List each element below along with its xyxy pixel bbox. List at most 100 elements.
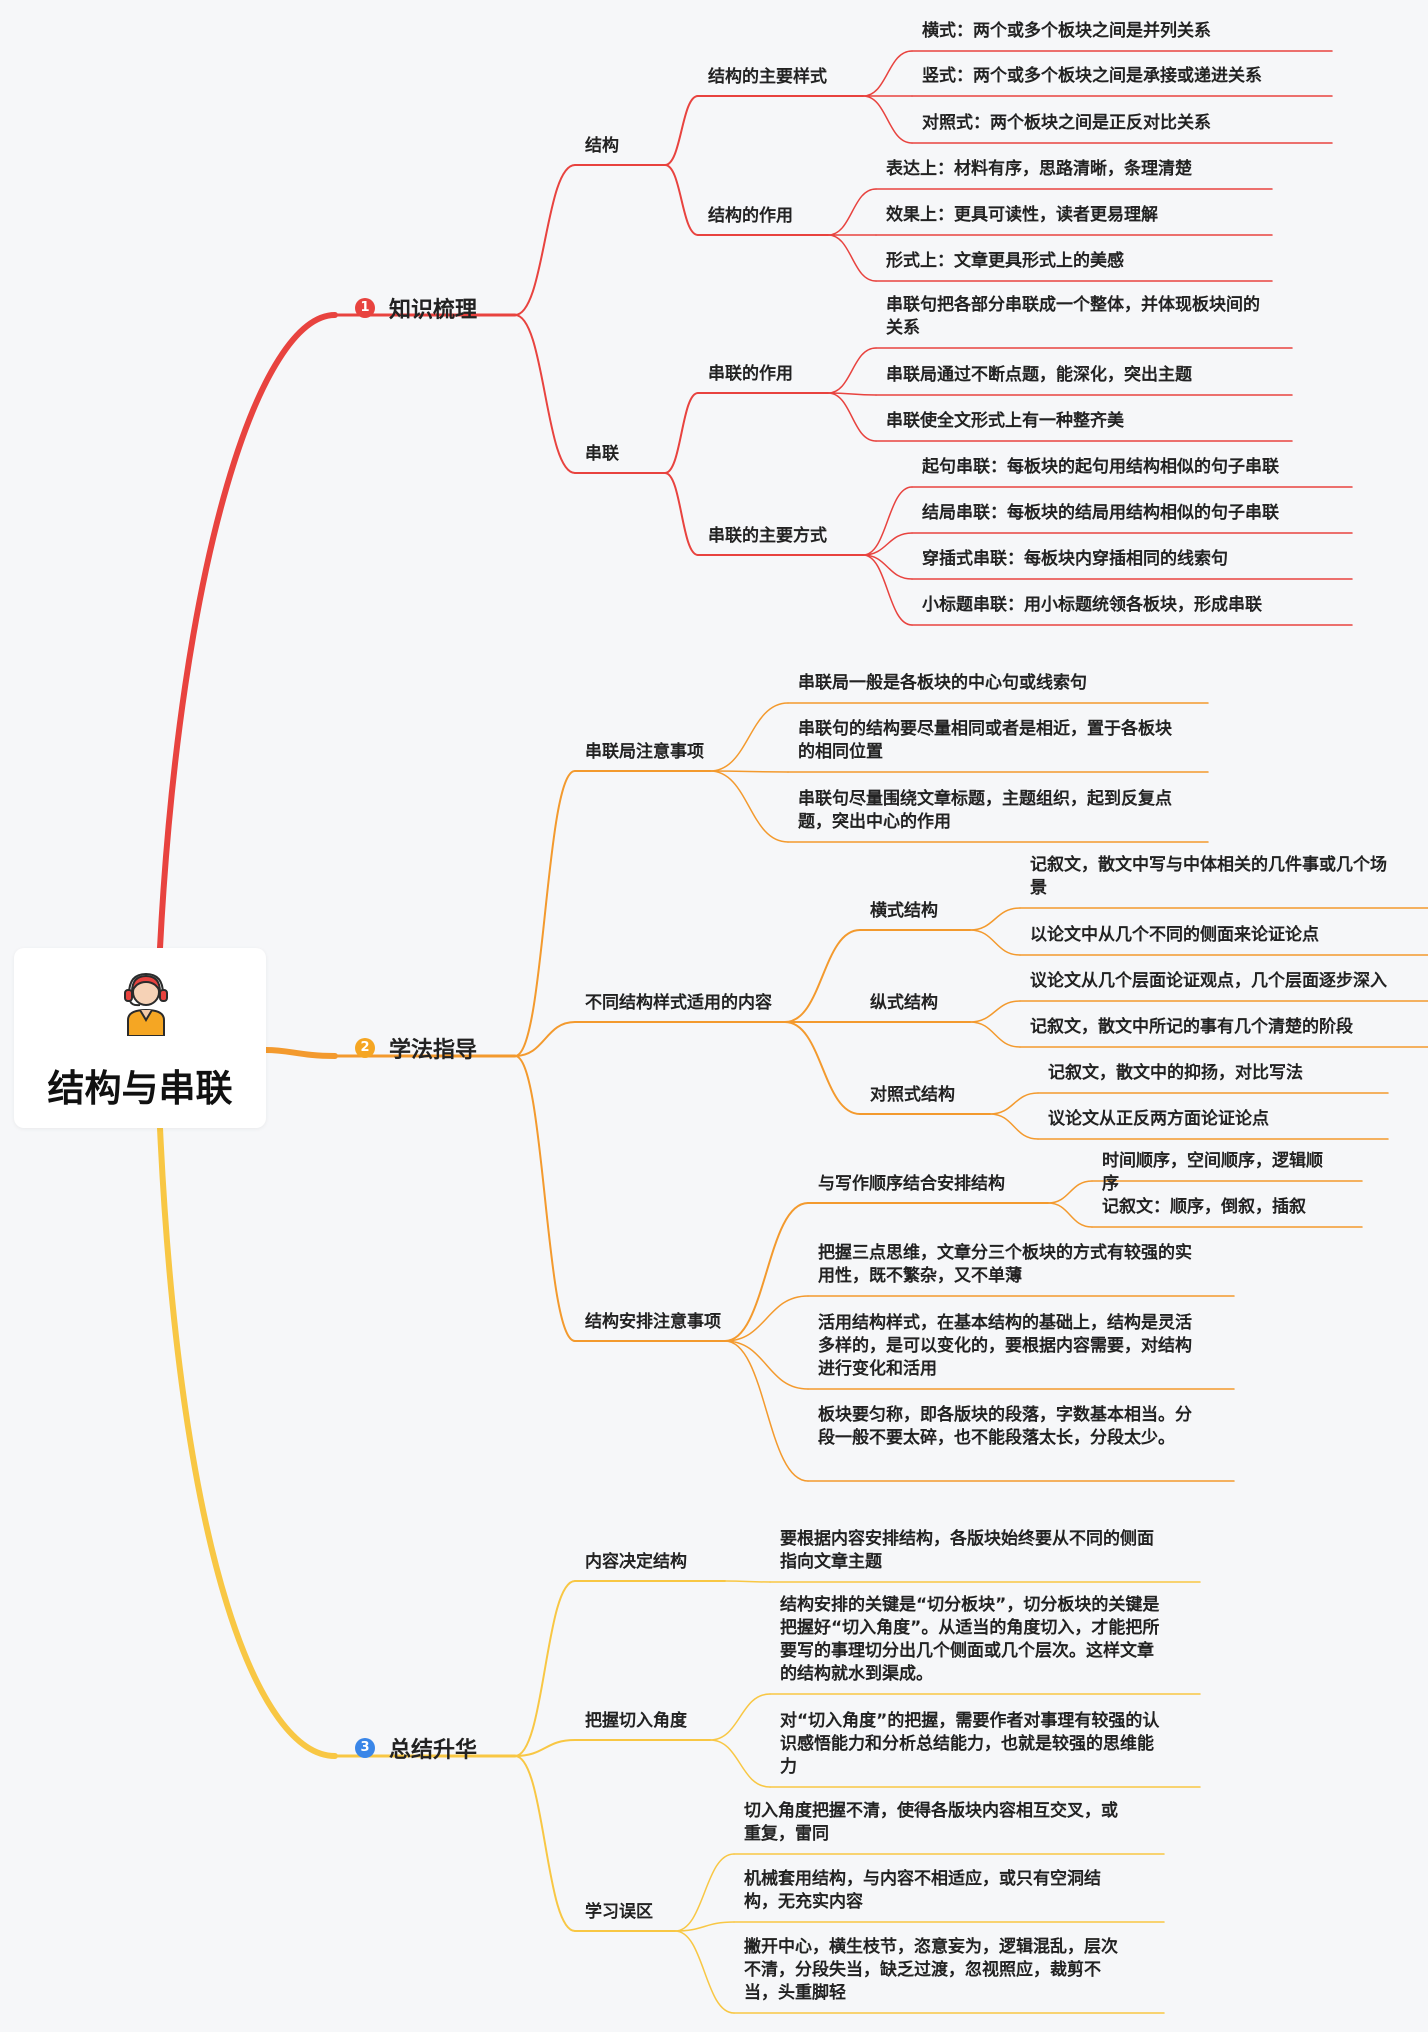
- leaf-anpai-1: 活用结构样式，在基本结构的基础上，结构是灵活多样的，是可以变化的，要根据内容需要…: [818, 1313, 1192, 1379]
- leaf-chuanlianju-1-connector: [709, 770, 789, 773]
- leaf-anpai-2: 板块要匀称，即各版块的段落，字数基本相当。分段一般不要太碎，也不能段落太长，分段…: [818, 1405, 1192, 1448]
- leaf-zongshi-0: 议论文从几个层面论证观点，几个层面逐步深入: [1030, 971, 1387, 991]
- leaf-duizhao-1: 议论文从正反两方面论证论点: [1048, 1109, 1269, 1129]
- leaf-hengshi-1: 以论文中从几个不同的侧面来论证论点: [1030, 925, 1319, 945]
- trunk-section-2: [263, 1047, 338, 1059]
- leaf-zuoyong-2: 形式上：文章更具形式上的美感: [886, 251, 1124, 271]
- node-butong[interactable]: 不同结构样式适用的内容: [585, 993, 772, 1013]
- leaf-yangshi-1: 竖式：两个或多个板块之间是承接或递进关系: [922, 66, 1262, 86]
- leaf-zongshi-1-connector: [969, 1021, 1021, 1048]
- section-label: 学法指导: [389, 1038, 478, 1063]
- leaf-wuqu-1-connector: [674, 1921, 735, 1932]
- leaf-anpai-0: 把握三点思维，文章分三个板块的方式有较强的实用性，既不繁杂，又不单薄: [818, 1243, 1192, 1286]
- node-neirong-connector: [514, 1580, 576, 1757]
- leaf-zongshi-1: 记叙文，散文中所记的事有几个清楚的阶段: [1030, 1017, 1353, 1037]
- leaf-shunxu-1-connector: [1047, 1202, 1093, 1228]
- node-chuanlian-fangshi[interactable]: 串联的主要方式: [708, 526, 827, 546]
- node-chuanlian-zuoyong-connector: [664, 392, 699, 474]
- section-label: 知识梳理: [389, 298, 478, 323]
- leaf-chuanlianju-2: 串联句尽量围绕文章标题，主题组织，起到反复点题，突出中心的作用: [798, 789, 1172, 832]
- node-duizhao-connector: [784, 1021, 861, 1115]
- leaf-hengshi-1-connector: [969, 929, 1021, 956]
- section-number-badge: 3: [355, 1738, 375, 1758]
- trunk-section-3: [157, 1125, 338, 1759]
- leaf-chuanlian-fangshi-1-connector: [862, 532, 913, 556]
- leaf-chuanlian-zuoyong-0-connector: [827, 347, 877, 394]
- leaf-chuanlianju-0: 串联局一般是各板块的中心句或线索句: [798, 673, 1087, 693]
- node-jiegou-yangshi[interactable]: 结构的主要样式: [708, 67, 827, 87]
- node-duizhao[interactable]: 对照式结构: [870, 1085, 955, 1105]
- section-1[interactable]: 1 知识梳理: [355, 290, 477, 326]
- leaf-qieru-0: 结构安排的关键是“切分板块”，切分板块的关键是把握好“切入角度”。从适当的角度切…: [780, 1595, 1160, 1684]
- leaf-chuanlian-zuoyong-1-connector: [827, 392, 877, 396]
- node-qieru-connector: [514, 1739, 576, 1757]
- leaf-duizhao-1-connector: [989, 1113, 1039, 1140]
- leaf-chuanlian-fangshi-0-connector: [862, 486, 913, 556]
- node-qieru[interactable]: 把握切入角度: [585, 1711, 687, 1731]
- leaf-wuqu-2: 撇开中心，横生枝节，恣意妄为，逻辑混乱，层次不清，分段失当，缺乏过渡，忽视照应，…: [744, 1937, 1118, 2003]
- leaf-duizhao-0-connector: [989, 1092, 1039, 1115]
- node-chuanlian-fangshi-connector: [664, 472, 699, 556]
- section-number-badge: 1: [355, 298, 375, 318]
- section-label: 总结升华: [389, 1738, 478, 1763]
- leaf-chuanlian-fangshi-1: 结局串联：每板块的结局用结构相似的句子串联: [922, 503, 1279, 523]
- node-jiegou-yangshi-connector: [664, 95, 699, 166]
- node-chuanlianju-connector: [514, 770, 576, 1057]
- leaf-anpai-1-connector: [724, 1340, 809, 1390]
- leaf-zuoyong-2-connector: [827, 234, 877, 282]
- leaf-wuqu-0-connector: [674, 1853, 735, 1932]
- section-3[interactable]: 3 总结升华: [355, 1730, 477, 1766]
- leaf-shunxu-1: 记叙文：顺序，倒叙，插叙: [1102, 1197, 1306, 1217]
- leaf-chuanlian-fangshi-0: 起句串联：每板块的起句用结构相似的句子串联: [922, 457, 1279, 477]
- node-hengshi[interactable]: 横式结构: [870, 901, 938, 921]
- leaf-chuanlian-zuoyong-2-connector: [827, 392, 877, 442]
- leaf-yangshi-0-connector: [862, 50, 913, 97]
- leaf-zuoyong-0-connector: [827, 188, 877, 236]
- leaf-zuoyong-0: 表达上：材料有序，思路清晰，条理清楚: [886, 159, 1192, 179]
- leaf-qieru-1: 对“切入角度”的把握，需要作者对事理有较强的认识感悟能力和分析总结能力，也就是较…: [780, 1711, 1160, 1777]
- node-hengshi-connector: [784, 929, 861, 1023]
- leaf-yangshi-2-connector: [862, 95, 913, 144]
- leaf-wuqu-2-connector: [674, 1930, 735, 2014]
- leaf-chuanlian-fangshi-2-connector: [862, 554, 913, 580]
- leaf-chuanlian-zuoyong-0: 串联句把各部分串联成一个整体，并体现板块间的关系: [886, 295, 1260, 338]
- user-headset-icon: [124, 972, 168, 1036]
- node-anpai[interactable]: 结构安排注意事项: [585, 1312, 721, 1332]
- node-xiezuo-shunxu[interactable]: 与写作顺序结合安排结构: [818, 1174, 1005, 1194]
- leaf-shunxu-0-connector: [1047, 1180, 1093, 1204]
- leaf-wuqu-0: 切入角度把握不清，使得各版块内容相互交叉，或重复，雷同: [744, 1801, 1118, 1844]
- node-chuanlian-zuoyong[interactable]: 串联的作用: [708, 364, 793, 384]
- node-chuanlian[interactable]: 串联: [585, 444, 619, 464]
- leaf-anpai-0-connector: [724, 1295, 809, 1342]
- node-jiegou-zuoyong[interactable]: 结构的作用: [708, 206, 793, 226]
- node-wuqu[interactable]: 学习误区: [585, 1902, 653, 1922]
- leaf-chuanlian-zuoyong-2: 串联使全文形式上有一种整齐美: [886, 411, 1124, 431]
- leaf-hengshi-0-connector: [969, 907, 1021, 931]
- leaf-chuanlianju-0-connector: [709, 702, 789, 772]
- node-jiegou-connector: [514, 164, 576, 316]
- leaf-qieru-1-connector: [709, 1739, 771, 1788]
- node-zongshi[interactable]: 纵式结构: [870, 993, 938, 1013]
- leaf-hengshi-0: 记叙文，散文中写与中体相关的几件事或几个场景: [1030, 855, 1387, 898]
- leaf-chuanlianju-1: 串联句的结构要尽量相同或者是相近，置于各板块的相同位置: [798, 719, 1172, 762]
- leaf-anpai-2-connector: [724, 1340, 809, 1482]
- node-chuanlian-connector: [514, 314, 576, 474]
- leaf-yangshi-0: 横式：两个或多个板块之间是并列关系: [922, 21, 1211, 41]
- node-xiezuo-shunxu-connector: [724, 1202, 809, 1342]
- leaf-neirong-0-connector: [724, 1580, 771, 1583]
- node-anpai-connector: [514, 1055, 576, 1342]
- leaf-shunxu-0: 时间顺序，空间顺序，逻辑顺序: [1102, 1151, 1323, 1194]
- leaf-zuoyong-1: 效果上：更具可读性，读者更易理解: [886, 205, 1158, 225]
- leaf-qieru-0-connector: [709, 1693, 771, 1741]
- leaf-duizhao-0: 记叙文，散文中的抑扬，对比写法: [1048, 1063, 1303, 1083]
- node-chuanlianju[interactable]: 串联局注意事项: [585, 742, 704, 762]
- node-jiegou-zuoyong-connector: [664, 164, 699, 236]
- leaf-neirong-0: 要根据内容安排结构，各版块始终要从不同的侧面指向文章主题: [780, 1529, 1154, 1572]
- node-neirong[interactable]: 内容决定结构: [585, 1552, 687, 1572]
- root-node[interactable]: 结构与串联: [14, 948, 266, 1128]
- root-title: 结构与串联: [47, 1067, 233, 1110]
- leaf-chuanlianju-2-connector: [709, 770, 789, 843]
- leaf-chuanlian-fangshi-3: 小标题串联：用小标题统领各板块，形成串联: [922, 595, 1262, 615]
- node-jiegou[interactable]: 结构: [585, 136, 619, 156]
